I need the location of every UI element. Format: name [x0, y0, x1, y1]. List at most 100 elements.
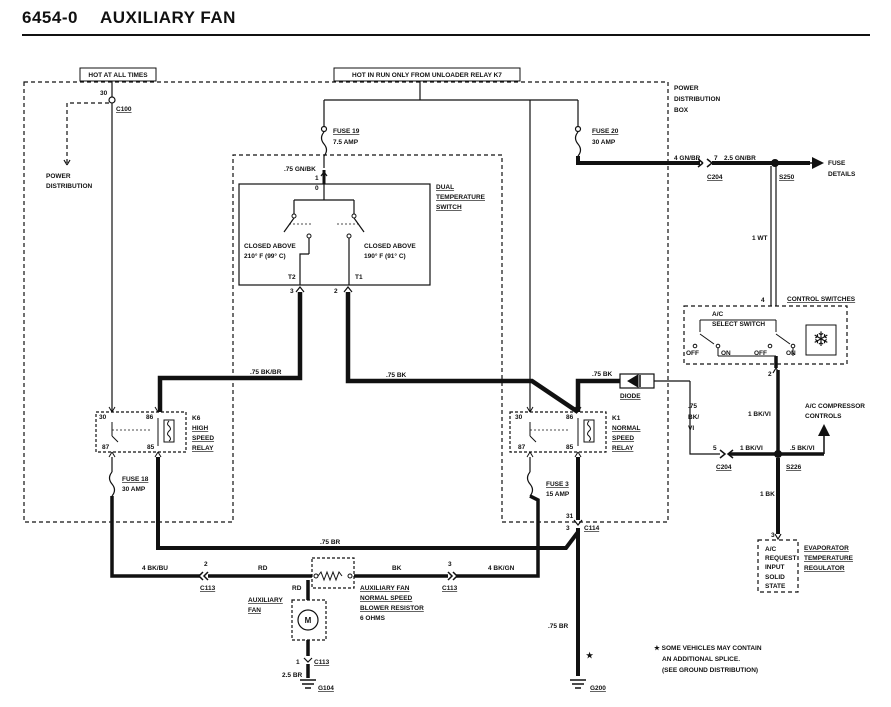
- evap-label-1: EVAPORATOR: [804, 545, 849, 552]
- power-distribution-box-label-1: POWER: [674, 85, 699, 92]
- k1-pin30: 30: [515, 414, 523, 421]
- fuse-18-amp: 30 AMP: [122, 486, 146, 493]
- fuse-3: [456, 457, 540, 578]
- off-label-1: OFF: [686, 350, 699, 357]
- c204-bottom-label: C204: [716, 464, 732, 471]
- closed-above-210-2: 210° F (99° C): [244, 252, 286, 260]
- switch-output-wires: [157, 292, 620, 414]
- c114-label: C114: [584, 525, 600, 532]
- dual-temp-switch-label-3: SWITCH: [436, 204, 462, 211]
- motor-symbol: M: [305, 616, 312, 625]
- evap-box-2: REQUEST: [765, 555, 796, 562]
- wire-4bkbu-label: 4 BK/BU: [142, 565, 168, 572]
- note-line-2: AN ADDITIONAL SPLICE.: [662, 656, 740, 663]
- closed-above-190-1: CLOSED ABOVE: [364, 243, 416, 250]
- ac-control-wiring: [719, 367, 830, 534]
- c114-pin31: 31: [566, 513, 574, 520]
- wire-25br-label: 2.5 BR: [282, 672, 303, 679]
- wire-75-bk-diode-label: .75 BK: [592, 371, 613, 378]
- hot-in-run-label: HOT IN RUN ONLY FROM UNLOADER RELAY K7: [352, 72, 502, 79]
- wire-rd-v-label: RD: [292, 585, 302, 592]
- wire-75-bkvi-label-3: VI: [688, 425, 694, 432]
- c113-pin1: 1: [296, 659, 300, 666]
- t2-label: T2: [288, 274, 296, 281]
- fuse-20-label: FUSE 20: [592, 128, 619, 135]
- fuse-details-label-2: DETAILS: [828, 171, 856, 178]
- note-line-1: ★ SOME VEHICLES MAY CONTAIN: [654, 644, 762, 652]
- c100-label: C100: [116, 106, 132, 113]
- wire-75-bk-mid-label: .75 BK: [386, 372, 407, 379]
- snowflake-icon: ❄: [813, 329, 830, 351]
- hot-at-all-times-box: HOT AT ALL TIMES: [79, 67, 157, 82]
- star-marker: ★: [586, 651, 594, 660]
- c100-pin-label: 30: [100, 90, 108, 97]
- diode: [619, 373, 720, 455]
- ac-comp-controls-2: CONTROLS: [805, 413, 842, 420]
- c204-top-label: C204: [707, 174, 723, 181]
- evap-box-1: A/C: [765, 546, 777, 553]
- k1-relay: [509, 406, 607, 458]
- wire-4-gnbr-label: 4 GN/BR: [674, 155, 701, 162]
- wire-rd-h-label: RD: [258, 565, 268, 572]
- resistor-label-1: AUXILIARY FAN: [360, 585, 410, 592]
- hot-at-all-times-label: HOT AT ALL TIMES: [88, 72, 148, 79]
- k1-pin87: 87: [518, 444, 526, 451]
- g200-label: G200: [590, 685, 606, 692]
- k6-label-3: SPEED: [192, 435, 214, 442]
- wire-1bkvi-vert-label: 1 BK/VI: [748, 411, 771, 418]
- wire-1bk-label: 1 BK: [760, 491, 775, 498]
- fuse-19: [320, 125, 328, 168]
- c113-left-label: C113: [200, 585, 216, 592]
- dts-pin1: 1: [315, 175, 319, 182]
- c114-pin3: 3: [566, 525, 570, 532]
- k6-label-1: K6: [192, 415, 201, 422]
- diagram-title: AUXILIARY FAN: [100, 8, 236, 27]
- c204-top-pin: 7: [714, 155, 718, 162]
- k6-pin86: 86: [146, 414, 154, 421]
- fuse-19-label: FUSE 19: [333, 128, 360, 135]
- k6-relay: [95, 406, 187, 458]
- aux-fan-label-2: FAN: [248, 607, 261, 614]
- closed-above-190-2: 190° F (91° C): [364, 252, 406, 260]
- off-label-2: OFF: [754, 350, 767, 357]
- dts-pin0: 0: [315, 185, 319, 192]
- fuse-3-label: FUSE 3: [546, 481, 569, 488]
- c113-pin3: 3: [448, 561, 452, 568]
- s226-label: S226: [786, 464, 802, 471]
- evap-label-2: TEMPERATURE: [804, 555, 854, 562]
- wire-1wt-label: 1 WT: [752, 235, 768, 242]
- evap-box-3: INPUT: [765, 564, 785, 571]
- wire-1bkvi-h-label: 1 BK/VI: [740, 445, 763, 452]
- hot-in-run-box: HOT IN RUN ONLY FROM UNLOADER RELAY K7: [333, 67, 521, 82]
- dual-temp-switch-label-1: DUAL: [436, 184, 454, 191]
- hot-in-run-bus: [323, 81, 579, 412]
- aux-fan-label-1: AUXILIARY: [248, 597, 283, 604]
- control-switches-label: CONTROL SWITCHES: [787, 296, 856, 303]
- k6-ground-wire: [156, 457, 580, 550]
- k6-label-4: RELAY: [192, 445, 214, 452]
- wire-75-bkvi-label-1: .75: [688, 403, 697, 410]
- diode-label: DIODE: [620, 393, 641, 400]
- evap-box-5: STATE: [765, 583, 786, 590]
- k6-pin30: 30: [99, 414, 107, 421]
- k6-label-2: HIGH: [192, 425, 209, 432]
- k1-pin86: 86: [566, 414, 574, 421]
- power-distribution-box: [23, 81, 669, 523]
- evap-pin3: 3: [771, 532, 775, 539]
- k1-label-2: NORMAL: [612, 425, 641, 432]
- cs-pin4: 4: [761, 297, 765, 304]
- evaporator-regulator: [757, 533, 799, 593]
- k1-label-1: K1: [612, 415, 621, 422]
- c114-ground-circuit: [570, 457, 586, 689]
- resistor-label-3: BLOWER RESISTOR: [360, 605, 424, 612]
- k6-pin87: 87: [102, 444, 110, 451]
- fuse-20-amp: 30 AMP: [592, 139, 616, 146]
- wire-75-bkbr-label: .75 BK/BR: [250, 369, 282, 376]
- on-label-2: ON: [786, 350, 796, 357]
- ac-select-label-1: A/C: [712, 311, 724, 318]
- pin3-t2: 3: [290, 288, 294, 295]
- c113-right-label: C113: [442, 585, 458, 592]
- c113-pin2: 2: [204, 561, 208, 568]
- diagram-code: 6454-0: [22, 8, 78, 27]
